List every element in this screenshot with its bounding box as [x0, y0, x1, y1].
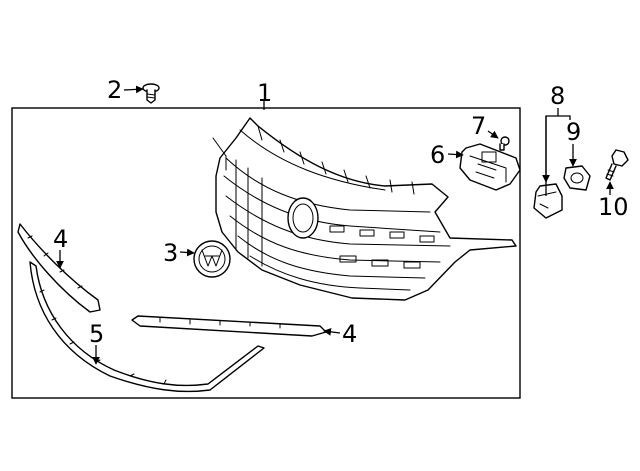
- callout-6: 6: [430, 141, 445, 169]
- trim-strip-lower: [131, 315, 327, 337]
- emblem-badge: [193, 240, 231, 278]
- assembly-frame: [11, 107, 521, 399]
- screw: [142, 83, 160, 104]
- bolt: [605, 149, 629, 181]
- callout-9: 9: [566, 118, 581, 146]
- leader-lines: [56, 85, 614, 365]
- callout-3: 3: [163, 239, 178, 267]
- clip: [499, 136, 510, 151]
- gasket: [563, 165, 591, 191]
- callout-4-lower: 4: [342, 320, 357, 348]
- callout-1: 1: [257, 79, 272, 107]
- sensor-bracket: [459, 143, 521, 191]
- grille-assembly: [212, 117, 517, 301]
- callout-2: 2: [107, 76, 122, 104]
- callout-5: 5: [89, 320, 104, 348]
- callout-8: 8: [550, 82, 565, 110]
- callout-4-left: 4: [53, 225, 68, 253]
- parking-sensor: [533, 183, 563, 219]
- callout-10: 10: [598, 193, 629, 221]
- callout-7: 7: [471, 112, 486, 140]
